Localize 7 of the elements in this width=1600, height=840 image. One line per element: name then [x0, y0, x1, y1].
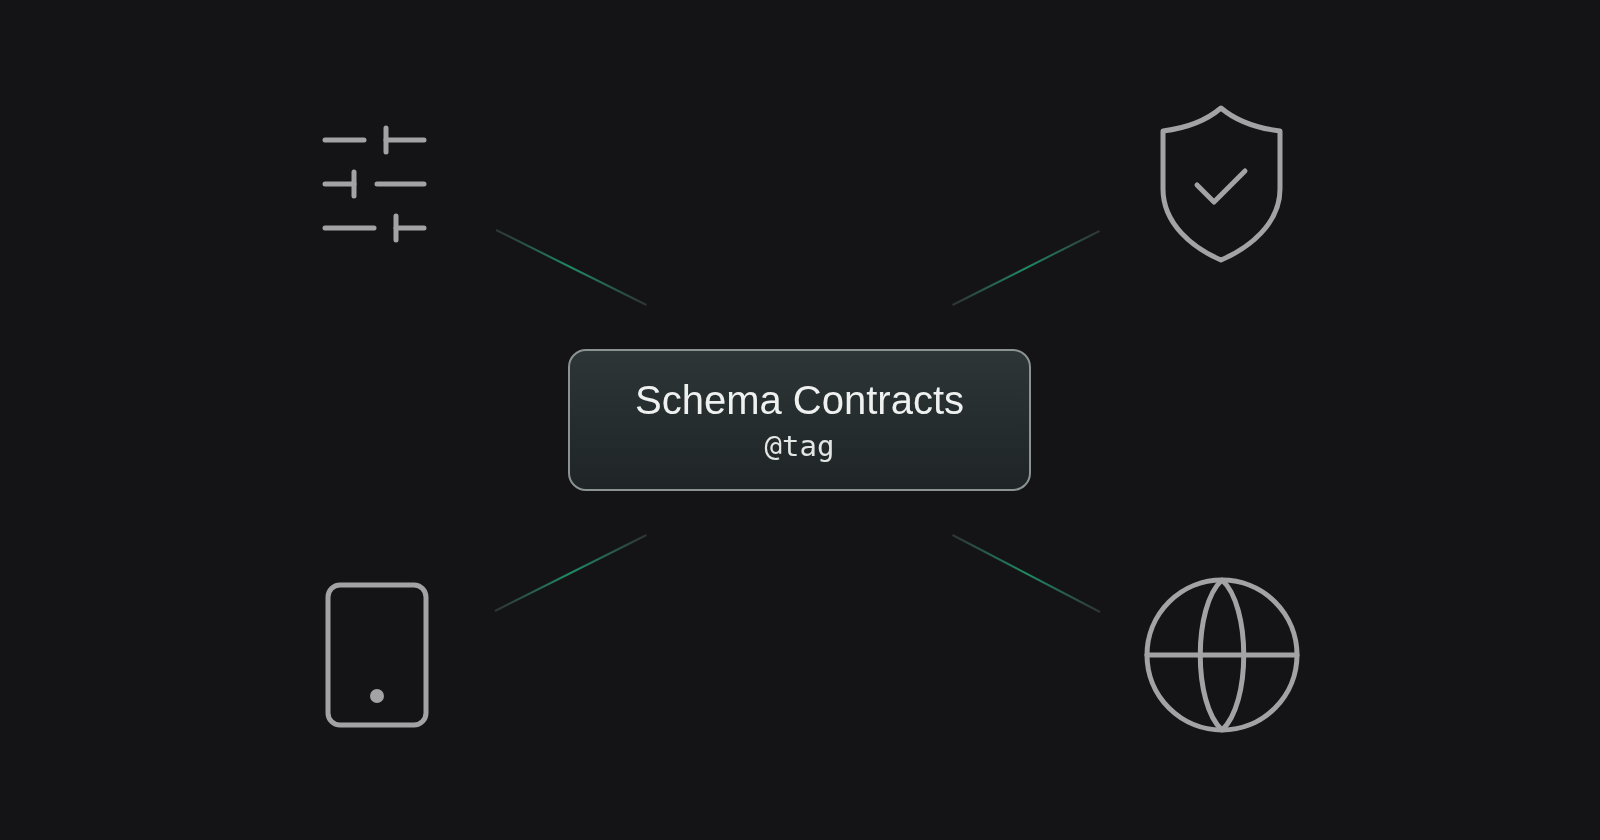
connector-line — [951, 534, 1101, 613]
tag-label: @tag — [764, 428, 835, 464]
card-title: Schema Contracts — [635, 376, 964, 423]
connector-line — [495, 229, 648, 306]
title-card — [568, 349, 1031, 491]
connector-line — [494, 534, 648, 612]
connector-line — [951, 230, 1101, 306]
